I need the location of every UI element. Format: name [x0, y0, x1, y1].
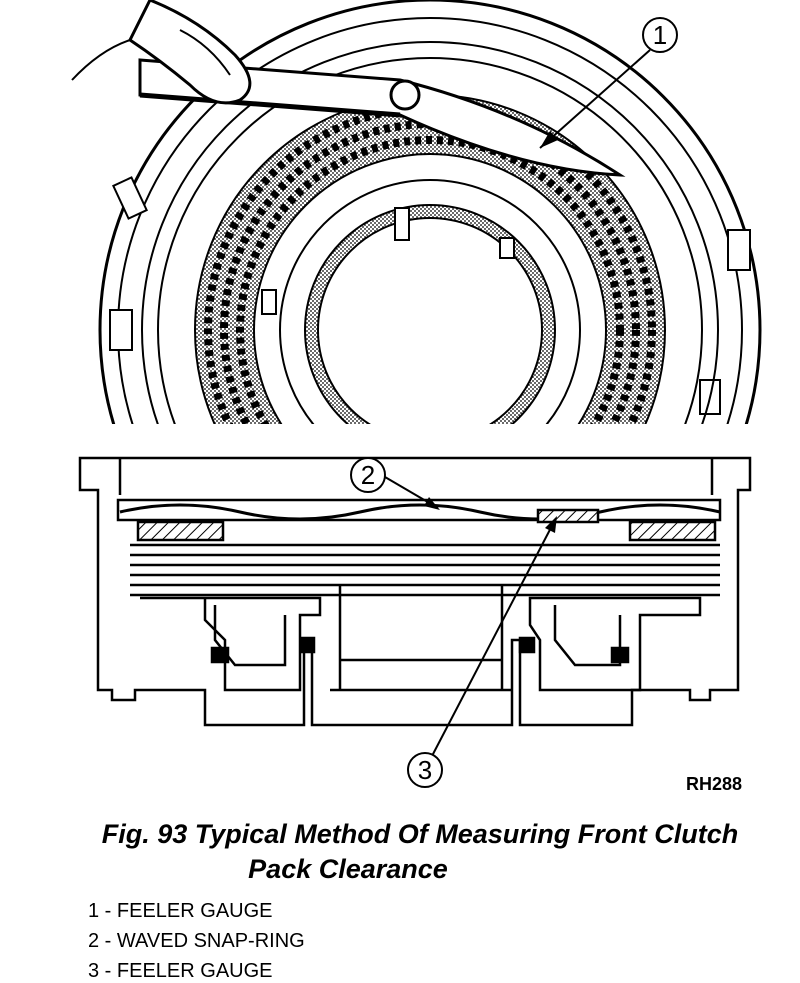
- clutch-section-view: [78, 456, 752, 727]
- figure-id: RH288: [686, 774, 743, 794]
- callout-1: 1: [539, 17, 678, 149]
- callout-1-number: 1: [653, 20, 667, 50]
- callout-2-number: 2: [361, 460, 375, 490]
- legend-item-2: 2 - WAVED SNAP-RING: [88, 930, 305, 952]
- legend-item-3: 3 - FEELER GAUGE: [88, 960, 273, 982]
- callout-3: 3: [407, 516, 557, 788]
- callout-2: 2: [350, 457, 440, 510]
- caption-line-2: Pack Clearance: [248, 854, 448, 884]
- callout-3-number: 3: [418, 755, 432, 785]
- caption-line-1: Fig. 93 Typical Method Of Measuring Fron…: [101, 819, 739, 849]
- legend-item-1: 1 - FEELER GAUGE: [88, 900, 273, 922]
- clutch-drum-top-view: [98, 0, 762, 424]
- feeler-gauge-illustration: [71, 0, 626, 177]
